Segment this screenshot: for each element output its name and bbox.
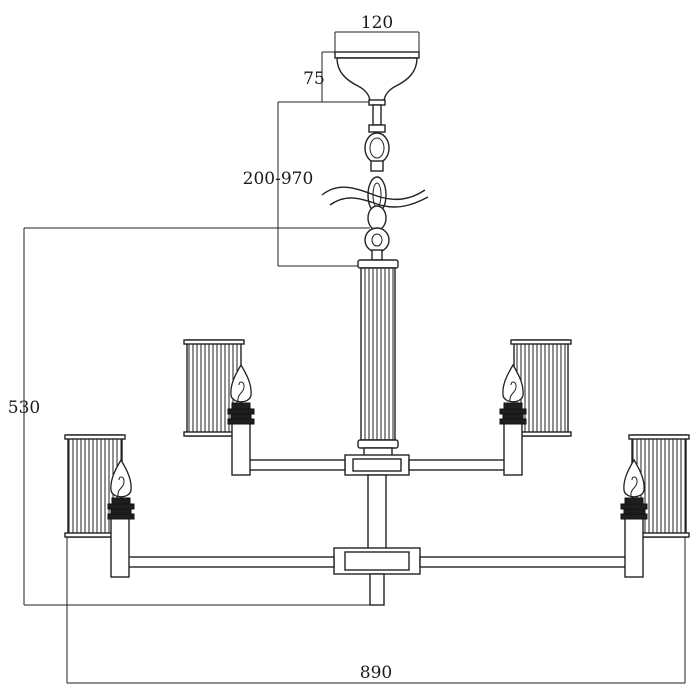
ceiling-canopy (334, 51, 420, 106)
canopy-width-label: 120 (361, 13, 393, 33)
total-width-label: 890 (360, 663, 392, 683)
upper-left-lamp (183, 339, 255, 476)
lower-left-lamp (64, 434, 135, 578)
canopy-height-label: 75 (303, 69, 325, 89)
dimension-lines (23, 31, 686, 684)
upper-right-lamp (499, 339, 572, 476)
body-height-label: 530 (8, 398, 40, 418)
lower-right-lamp (620, 434, 690, 578)
chain-length-label: 200-970 (243, 169, 314, 189)
suspension-chain (321, 104, 429, 261)
central-column (333, 259, 421, 606)
